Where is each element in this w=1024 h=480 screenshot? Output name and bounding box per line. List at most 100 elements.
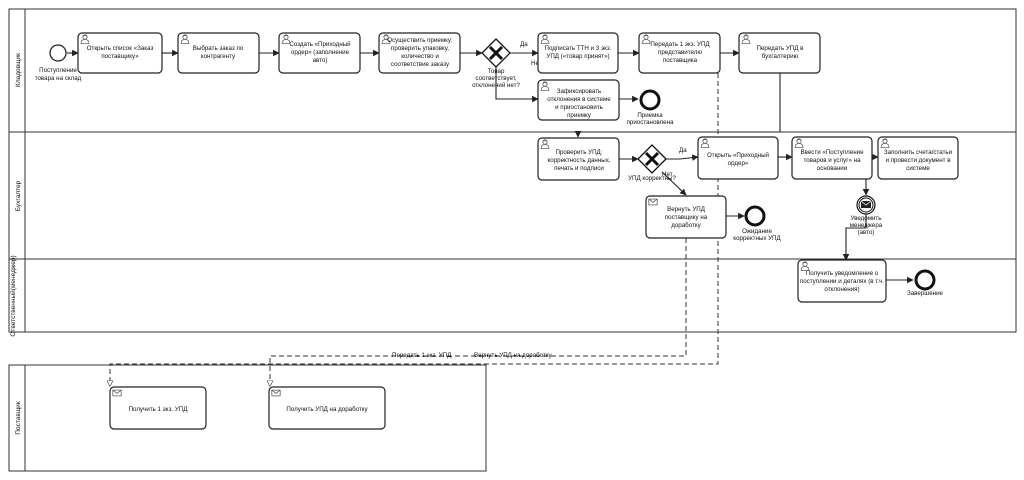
svg-text:авто): авто)	[313, 57, 328, 64]
flow-label-no-upd: Нет	[662, 171, 673, 178]
task-open-order-list[interactable]: Открыть список «Заказ поставщику»	[77, 32, 163, 74]
task-receive-upd-label: Получить 1 экз. УПД	[129, 406, 189, 413]
task-receive-upd-rework-label: Получить УПД на доработку	[286, 406, 368, 413]
end-event-complete-label: Завершение	[907, 290, 944, 297]
svg-text:товаров и услуг» на: товаров и услуг» на	[803, 157, 861, 164]
svg-text:поступлении и деталях (в т.ч.: поступлении и деталях (в т.ч.	[800, 278, 884, 285]
lane-label-supplier: Поставщик	[15, 401, 22, 434]
end-event-suspended-label-1: Приемка	[637, 112, 663, 119]
flow-label-yes-goods: Да	[520, 41, 528, 48]
svg-text:поставщику на: поставщику на	[665, 214, 708, 221]
svg-text:Открыть «Приходный: Открыть «Приходный	[707, 152, 770, 159]
end-event-waiting-label-2: корректных УПД	[733, 235, 781, 242]
svg-text:отклонения в системе: отклонения в системе	[547, 96, 611, 103]
message-catch-icon	[860, 200, 872, 208]
task-give-upd-accounting[interactable]: Передать УПД в бухгалтерию	[738, 32, 821, 74]
svg-text:Получить уведомление о: Получить уведомление о	[806, 270, 879, 277]
svg-text:Подписать ТТН и 3 экз.: Подписать ТТН и 3 экз.	[545, 45, 612, 52]
task-record-deviations[interactable]: Зафиксировать отклонения в системе и при…	[537, 79, 620, 121]
task-perform-acceptance[interactable]: Осуществить приемку: проверить упаковку,…	[378, 32, 461, 74]
lane-responsible-manager: Ответственный(менеджер)	[9, 255, 17, 336]
svg-text:Заполнить счета/статьи: Заполнить счета/статьи	[884, 149, 953, 156]
gateway-goods-label-2: соответствует,	[475, 75, 516, 82]
end-event-waiting-label-1: Ожидание	[742, 228, 772, 235]
svg-text:поставщика: поставщика	[663, 57, 698, 64]
svg-text:Передать 1 экз. УПД: Передать 1 экз. УПД	[650, 41, 710, 48]
svg-text:основании: основании	[817, 165, 848, 172]
end-event-suspended[interactable]	[639, 89, 661, 111]
task-sign-ttn[interactable]: Подписать ТТН и 3 экз. УПД («товар приня…	[537, 32, 619, 74]
lane-label-responsible-manager: Ответственный(менеджер)	[9, 255, 17, 336]
end-event-complete[interactable]	[914, 269, 936, 291]
svg-text:отклонения): отклонения)	[824, 286, 859, 293]
lane-storekeeper: Кладовщик	[15, 53, 22, 87]
intermediate-event-label-2: менеджера	[850, 222, 883, 229]
task-enter-receipt[interactable]: Ввести «Поступление товаров и услуг» на …	[791, 136, 873, 180]
receive-message-icon	[112, 389, 122, 397]
task-return-upd[interactable]: Вернуть УПД поставщику на доработку	[645, 195, 727, 239]
svg-text:Осуществить приемку:: Осуществить приемку:	[387, 37, 453, 44]
svg-text:ордер» (заполнение: ордер» (заполнение	[291, 49, 350, 56]
svg-text:системе: системе	[906, 165, 930, 172]
lane-accountant: Бухгалтер	[15, 180, 22, 211]
pool-supplier: Поставщик	[8, 364, 487, 472]
svg-text:Выбрать заказ по: Выбрать заказ по	[193, 45, 244, 52]
svg-text:Вернуть УПД: Вернуть УПД	[667, 206, 706, 213]
message-label-return-upd: Вернуть УПД на доработку	[474, 352, 553, 359]
intermediate-message-event[interactable]	[856, 195, 876, 215]
svg-text:Проверить УПД:: Проверить УПД:	[556, 149, 603, 156]
svg-text:приемку: приемку	[567, 112, 592, 119]
start-event-label-1: Поступление	[39, 67, 77, 74]
svg-text:Передать УПД в: Передать УПД в	[757, 45, 805, 52]
send-message-icon	[648, 198, 658, 206]
svg-text:Ввести «Поступление: Ввести «Поступление	[800, 149, 864, 156]
gateway-goods-label-1: Товар	[488, 68, 505, 75]
gateway-upd-label: УПД корректны?	[628, 175, 676, 182]
svg-text:представителю: представителю	[658, 49, 702, 56]
intermediate-event-label-1: Уведомить	[851, 215, 882, 222]
svg-text:Зафиксировать: Зафиксировать	[557, 88, 602, 95]
task-select-order[interactable]: Выбрать заказ по контрагенту	[177, 32, 260, 74]
task-give-upd-supplier[interactable]: Передать 1 экз. УПД представителю постав…	[638, 32, 721, 74]
receive-message-icon	[271, 389, 281, 397]
svg-text:поставщику»: поставщику»	[101, 53, 139, 60]
intermediate-event-label-3: (авто)	[858, 229, 875, 236]
task-create-receipt[interactable]: Создать «Приходный ордер» (заполнение ав…	[278, 32, 361, 74]
svg-text:и приостановить: и приостановить	[555, 104, 603, 111]
lane-label-storekeeper: Кладовщик	[15, 53, 22, 87]
task-get-notification[interactable]: Получить уведомление о поступлении и дет…	[797, 259, 887, 303]
end-event-waiting[interactable]	[744, 205, 766, 227]
sequence-flows	[67, 49, 914, 284]
lane-label-accountant: Бухгалтер	[15, 180, 22, 211]
task-open-receipt[interactable]: Открыть «Приходный ордер»	[697, 136, 779, 180]
exclusive-gateway-icon	[644, 151, 660, 167]
svg-text:проверить упаковку,: проверить упаковку,	[391, 45, 449, 52]
svg-text:Создать «Приходный: Создать «Приходный	[289, 41, 351, 48]
task-fill-invoice[interactable]: Заполнить счета/статьи и провести докуме…	[877, 136, 959, 180]
svg-text:доработку: доработку	[671, 222, 701, 229]
message-label-give-upd: Передать 1 экз. УПД	[392, 352, 452, 359]
gateway-goods-ok[interactable]	[481, 38, 511, 68]
svg-text:УПД («товар принят»): УПД («товар принят»)	[546, 53, 609, 60]
start-event[interactable]	[49, 44, 67, 62]
start-event-label-2: товара на склад	[35, 75, 82, 82]
svg-text:печать и подписи: печать и подписи	[554, 165, 604, 172]
task-check-upd[interactable]: Проверить УПД: корректность данных, печа…	[537, 137, 620, 181]
gateway-goods-label-3: отклонений нет?	[472, 82, 520, 89]
svg-text:количество и: количество и	[401, 53, 439, 60]
task-receive-upd-rework[interactable]: Получить УПД на доработку	[268, 386, 386, 430]
gateway-upd-ok[interactable]	[637, 144, 667, 174]
svg-text:ордер»: ордер»	[728, 160, 749, 167]
svg-text:контрагенту: контрагенту	[201, 53, 236, 60]
end-event-suspended-label-2: приостановлена	[627, 119, 674, 126]
svg-text:соответствие заказу: соответствие заказу	[391, 61, 450, 68]
svg-text:корректность данных,: корректность данных,	[547, 157, 610, 164]
svg-text:и провести документ в: и провести документ в	[886, 157, 952, 164]
exclusive-gateway-icon	[488, 45, 504, 61]
svg-text:Открыть список «Заказ: Открыть список «Заказ	[87, 45, 154, 52]
task-receive-upd[interactable]: Получить 1 экз. УПД	[109, 386, 207, 430]
flow-label-yes-upd: Да	[679, 147, 687, 154]
flow-label-no-goods: Нет	[531, 60, 542, 67]
svg-text:бухгалтерию: бухгалтерию	[762, 53, 799, 60]
